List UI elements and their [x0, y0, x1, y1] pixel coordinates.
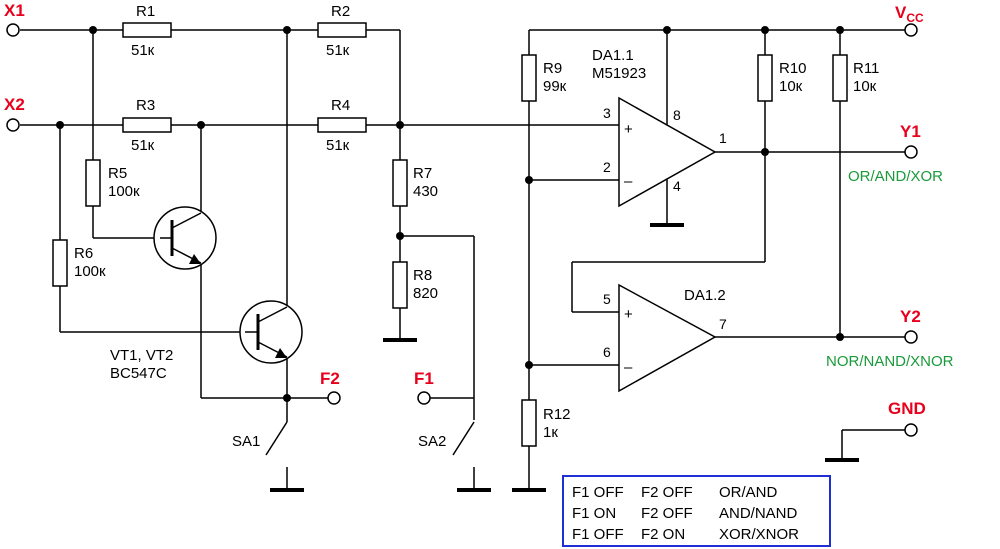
resistor-r8 [392, 261, 408, 309]
mode-row-2-f1: F1 ON [572, 505, 616, 522]
terminal-y1 [904, 145, 918, 159]
terminal-vcc [904, 23, 918, 37]
da1-2-name: DA1.2 [684, 287, 726, 304]
switch-sa1-label: SA1 [232, 433, 260, 450]
r3-name: R3 [136, 97, 155, 114]
da1-2-pin7: 7 [719, 316, 727, 332]
r4-name: R4 [331, 97, 350, 114]
mode-row-3-f1: F1 OFF [572, 526, 624, 543]
r7-value: 430 [413, 183, 438, 200]
wires [20, 29, 905, 490]
resistor-r2 [317, 22, 367, 38]
r4-value: 51к [326, 137, 350, 154]
mode-table-border [562, 475, 831, 547]
terminal-gnd [904, 423, 918, 437]
opamp-da1-2 [618, 283, 717, 393]
r8-name: R8 [413, 267, 432, 284]
r11-name: R11 [853, 60, 879, 77]
resistor-labels: R1 51к R2 51к R3 51к R4 51к R5 100к R6 1… [74, 3, 879, 441]
r3-value: 51к [131, 137, 155, 154]
mode-row-2-func: AND/NAND [719, 505, 798, 522]
terminal-x2 [6, 118, 20, 132]
da1-1-minus: – [624, 173, 633, 190]
resistor-r4 [317, 117, 367, 133]
terminal-f2 [327, 391, 341, 405]
da1-2-pin6: 6 [603, 344, 611, 360]
resistor-r11 [832, 54, 848, 102]
resistor-r9 [521, 54, 537, 102]
r2-value: 51к [326, 42, 350, 59]
transistor-label: VT1, VT2 [110, 347, 173, 364]
r12-value: 1к [543, 424, 558, 441]
r9-name: R9 [543, 60, 562, 77]
resistor-r7 [392, 159, 408, 207]
da1-1-name: DA1.1 [592, 47, 634, 64]
da1-1-pin2: 2 [603, 159, 611, 175]
transistor-vt1 [153, 206, 217, 270]
resistor-r6 [52, 239, 68, 287]
r11-value: 10к [853, 78, 877, 95]
mode-row-2-f2: F2 OFF [641, 505, 693, 522]
mode-row-1-f1: F1 OFF [572, 484, 624, 501]
resistor-r3 [122, 117, 172, 133]
terminal-f1 [417, 391, 431, 405]
resistor-r12 [521, 399, 537, 447]
label-vcc: VCC [895, 3, 924, 25]
terminals [6, 23, 918, 437]
da1-1-plus: + [624, 121, 633, 138]
r6-name: R6 [74, 245, 93, 262]
y1-function-label: OR/AND/XOR [848, 168, 943, 185]
transistor-part: BC547C [110, 365, 167, 382]
label-vcc-sub: CC [906, 11, 924, 25]
r6-value: 100к [74, 263, 106, 280]
ground-bars [270, 223, 859, 492]
transistor-vt2 [239, 300, 303, 364]
label-y2: Y2 [900, 307, 921, 326]
da1-1-part: M51923 [592, 65, 646, 82]
mode-row-1-f2: F2 OFF [641, 484, 693, 501]
junction-dots [56, 26, 844, 402]
da1-2-pin5: 5 [603, 291, 611, 307]
r1-value: 51к [131, 42, 155, 59]
da1-2-minus: – [624, 359, 633, 376]
label-y1: Y1 [900, 122, 921, 141]
da1-2-plus: + [624, 306, 633, 323]
opamp-da1-1 [618, 96, 717, 208]
r10-name: R10 [779, 60, 807, 77]
label-gnd: GND [888, 399, 926, 418]
label-x1: X1 [4, 1, 25, 20]
label-f1: F1 [414, 369, 434, 388]
switch-sa2-label: SA2 [418, 433, 446, 450]
r12-name: R12 [543, 406, 571, 423]
r7-name: R7 [413, 165, 432, 182]
label-x2: X2 [4, 95, 25, 114]
r2-name: R2 [331, 3, 350, 20]
r1-name: R1 [136, 3, 155, 20]
da1-1-pin8: 8 [673, 107, 681, 123]
resistor-r1 [122, 22, 172, 38]
da1-1-pin4: 4 [673, 178, 681, 194]
mode-row-1-func: OR/AND [719, 484, 778, 501]
r10-value: 10к [779, 78, 803, 95]
resistors [52, 22, 848, 447]
r8-value: 820 [413, 285, 438, 302]
mode-table: F1 OFF F2 OFF OR/AND F1 ON F2 OFF AND/NA… [562, 475, 831, 547]
mode-row-3-f2: F2 ON [641, 526, 685, 543]
da1-1-pin3: 3 [603, 105, 611, 121]
r9-value: 99к [543, 78, 567, 95]
label-f2: F2 [320, 369, 340, 388]
resistor-r10 [757, 54, 773, 102]
resistor-r5 [85, 159, 101, 207]
da1-1-pin1: 1 [719, 130, 727, 146]
r5-value: 100к [108, 183, 140, 200]
terminal-x1 [6, 23, 20, 37]
terminal-y2 [904, 330, 918, 344]
r5-name: R5 [108, 165, 127, 182]
y2-function-label: NOR/NAND/XNOR [826, 353, 954, 370]
mode-row-3-func: XOR/XNOR [719, 526, 799, 543]
label-vcc-main: V [895, 3, 907, 22]
